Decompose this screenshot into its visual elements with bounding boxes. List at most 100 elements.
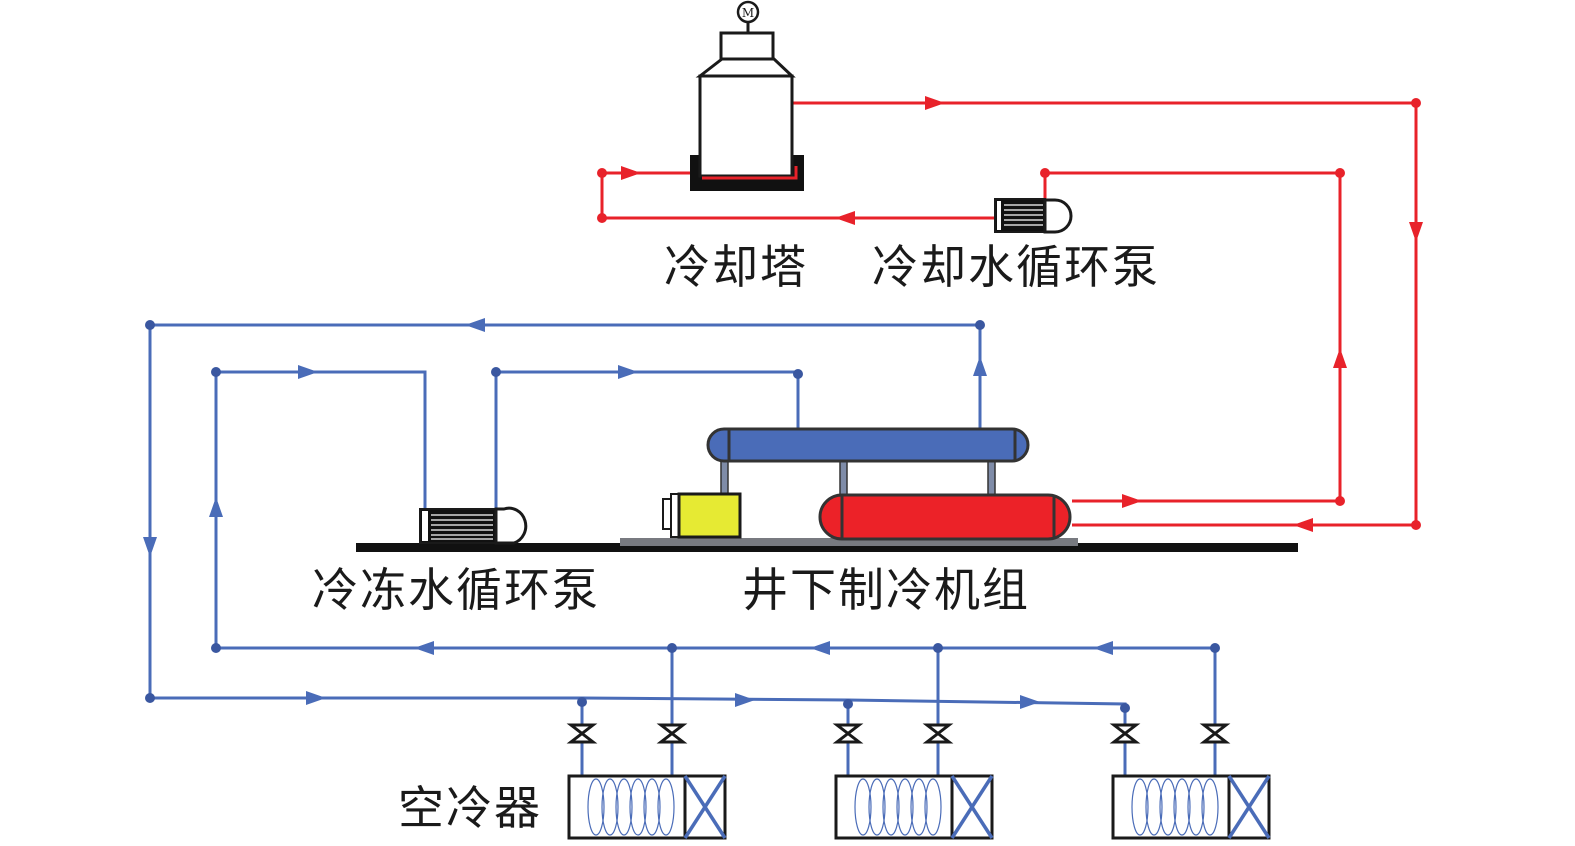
junction-dot bbox=[577, 697, 587, 707]
cooling-water-junctions bbox=[597, 98, 1421, 530]
cooling-tower-label: 冷却塔 bbox=[664, 240, 808, 294]
arrow-right-icon bbox=[1020, 695, 1040, 709]
coil-icon bbox=[629, 778, 647, 836]
junction-dot bbox=[145, 320, 155, 330]
connector-pipe bbox=[839, 459, 848, 497]
arrow-right-icon bbox=[618, 365, 638, 379]
air-cooler-label: 空冷器 bbox=[398, 781, 542, 835]
coil-icon bbox=[1201, 778, 1219, 836]
junction-dot bbox=[211, 643, 221, 653]
evaporator bbox=[706, 427, 1030, 463]
cooling-supply-pipe bbox=[792, 101, 1418, 527]
coil-icon bbox=[910, 778, 928, 836]
valve-icon bbox=[832, 723, 864, 744]
cooling-tower bbox=[690, 0, 804, 191]
air-coolers bbox=[567, 774, 1271, 840]
compressor-cap bbox=[662, 498, 672, 530]
motor-icon bbox=[736, 0, 760, 24]
junction-dot bbox=[1335, 496, 1345, 506]
junction-dot bbox=[597, 168, 607, 178]
junction-dot bbox=[1335, 168, 1345, 178]
coil-icon bbox=[587, 778, 605, 836]
tower-fan-housing bbox=[719, 31, 775, 61]
coil-icon bbox=[1131, 778, 1149, 836]
arrow-right-icon bbox=[298, 365, 318, 379]
junction-dot bbox=[211, 367, 221, 377]
chiller-unit-label: 井下制冷机组 bbox=[742, 563, 1030, 617]
junction-dot bbox=[1120, 703, 1130, 713]
arrow-left-icon bbox=[414, 641, 434, 655]
pump-motor-head bbox=[494, 506, 528, 545]
junction-dot bbox=[1040, 168, 1050, 178]
cooling-return-pipe bbox=[1043, 171, 1342, 503]
junction-dot bbox=[597, 213, 607, 223]
pump-fins bbox=[431, 514, 493, 540]
junction-dot bbox=[145, 693, 155, 703]
coil-icon bbox=[868, 778, 886, 836]
air-cooler-2 bbox=[834, 774, 994, 840]
junction-dot bbox=[843, 699, 853, 709]
junction-dot bbox=[667, 643, 677, 653]
coil-icon bbox=[1159, 778, 1177, 836]
junction-dot bbox=[793, 369, 803, 379]
valve-icon bbox=[922, 723, 954, 744]
coil-icon bbox=[1173, 778, 1191, 836]
pump-body bbox=[419, 508, 497, 544]
tower-inlet-pipe bbox=[600, 171, 996, 220]
arrow-left-icon bbox=[835, 211, 855, 225]
valve-icon bbox=[566, 723, 598, 744]
chilled-supply-pipe bbox=[148, 323, 1127, 720]
connector-pipe bbox=[720, 459, 729, 495]
arrow-up-icon bbox=[1333, 348, 1347, 368]
air-cooler-3 bbox=[1111, 774, 1271, 840]
pump-motor-head bbox=[1043, 198, 1073, 234]
valve-icon bbox=[656, 723, 688, 744]
connector-pipe bbox=[987, 459, 996, 497]
cooling-water-arrows bbox=[621, 96, 1423, 532]
chilled-water-arrows bbox=[143, 318, 1113, 709]
junction-dot bbox=[1411, 98, 1421, 108]
coil-icon bbox=[615, 778, 633, 836]
junction-dot bbox=[491, 367, 501, 377]
chiller-unit bbox=[662, 427, 1072, 541]
coil-icon bbox=[924, 778, 942, 836]
coil-icon bbox=[854, 778, 872, 836]
chilled-water-pump-label: 冷冻水循环泵 bbox=[312, 563, 600, 617]
arrow-right-icon bbox=[306, 691, 326, 705]
cooling-water-pump-label: 冷却水循环泵 bbox=[872, 240, 1160, 294]
arrow-left-icon bbox=[465, 318, 485, 332]
pump-to-evaporator-pipe bbox=[494, 370, 800, 510]
arrow-right-icon bbox=[925, 96, 945, 110]
valve-icon bbox=[1109, 723, 1141, 744]
coil-icon bbox=[1145, 778, 1163, 836]
arrow-down-icon bbox=[1409, 222, 1423, 242]
air-cooler-1 bbox=[567, 774, 727, 840]
arrow-down-icon bbox=[143, 537, 157, 557]
chilled-water-pump bbox=[419, 506, 528, 545]
arrow-up-icon bbox=[973, 356, 987, 376]
arrow-up-icon bbox=[209, 497, 223, 517]
pump-end-cap bbox=[997, 201, 1001, 230]
arrow-right-icon bbox=[621, 166, 641, 180]
tower-hood bbox=[695, 57, 796, 78]
pump-fins bbox=[1004, 204, 1043, 226]
arrow-left-icon bbox=[1293, 518, 1313, 532]
motor-label: M bbox=[742, 6, 754, 20]
condenser bbox=[818, 493, 1072, 541]
tower-basin-water bbox=[702, 166, 798, 180]
fan-icon bbox=[950, 775, 994, 839]
fan-icon bbox=[683, 775, 727, 839]
compressor bbox=[677, 492, 742, 539]
arrow-right-icon bbox=[1122, 494, 1142, 508]
coil-icon bbox=[1187, 778, 1205, 836]
ground-base bbox=[356, 543, 1298, 552]
tower-body bbox=[698, 74, 794, 178]
cooling-water-pump bbox=[994, 198, 1073, 234]
junction-dot bbox=[975, 320, 985, 330]
chiller-skid bbox=[620, 538, 1078, 546]
coil-icon bbox=[601, 778, 619, 836]
chilled-water-junctions bbox=[145, 320, 1220, 713]
fan-icon bbox=[1227, 775, 1271, 839]
coil-icon bbox=[896, 778, 914, 836]
